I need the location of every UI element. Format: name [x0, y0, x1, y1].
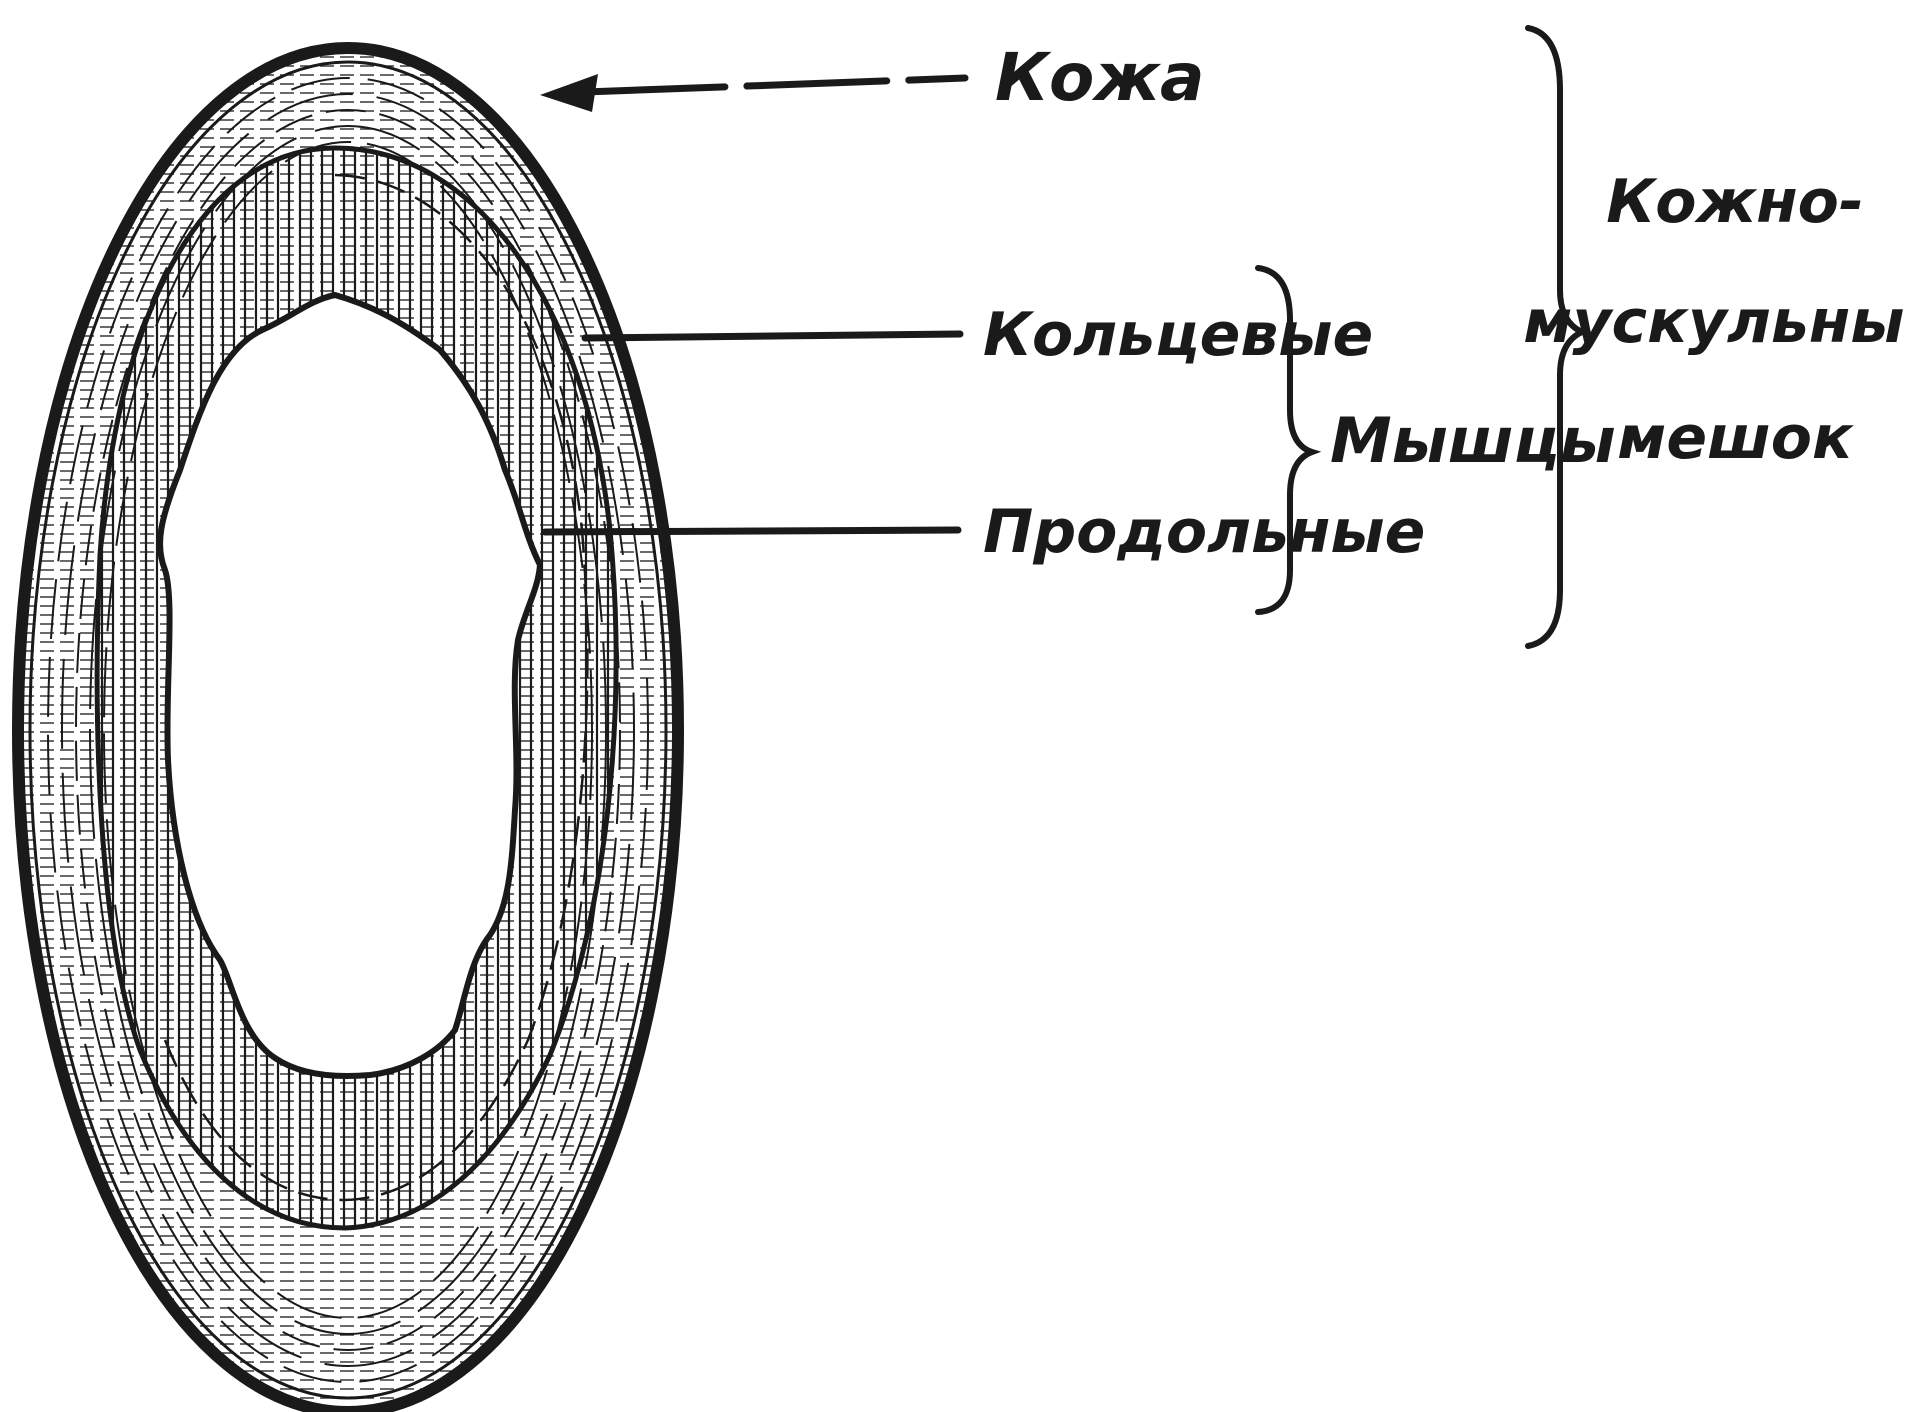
pointer-longitudinal — [545, 530, 958, 532]
label-sac-line-3: мешок — [1617, 403, 1854, 473]
label-longitudinal-muscles: Продольные — [983, 497, 1425, 567]
pointer-skin-arrowhead — [540, 74, 598, 112]
label-sac-line-1: Кожно- — [1606, 167, 1864, 237]
label-skin: Кожа — [995, 39, 1205, 116]
label-circular-muscles: Кольцевые — [983, 300, 1373, 370]
pointer-circular — [585, 334, 960, 338]
pointer-skin — [585, 78, 965, 92]
label-sac-line-2: мускульный — [1523, 287, 1905, 357]
label-muscles: Мышцы — [1330, 404, 1616, 477]
